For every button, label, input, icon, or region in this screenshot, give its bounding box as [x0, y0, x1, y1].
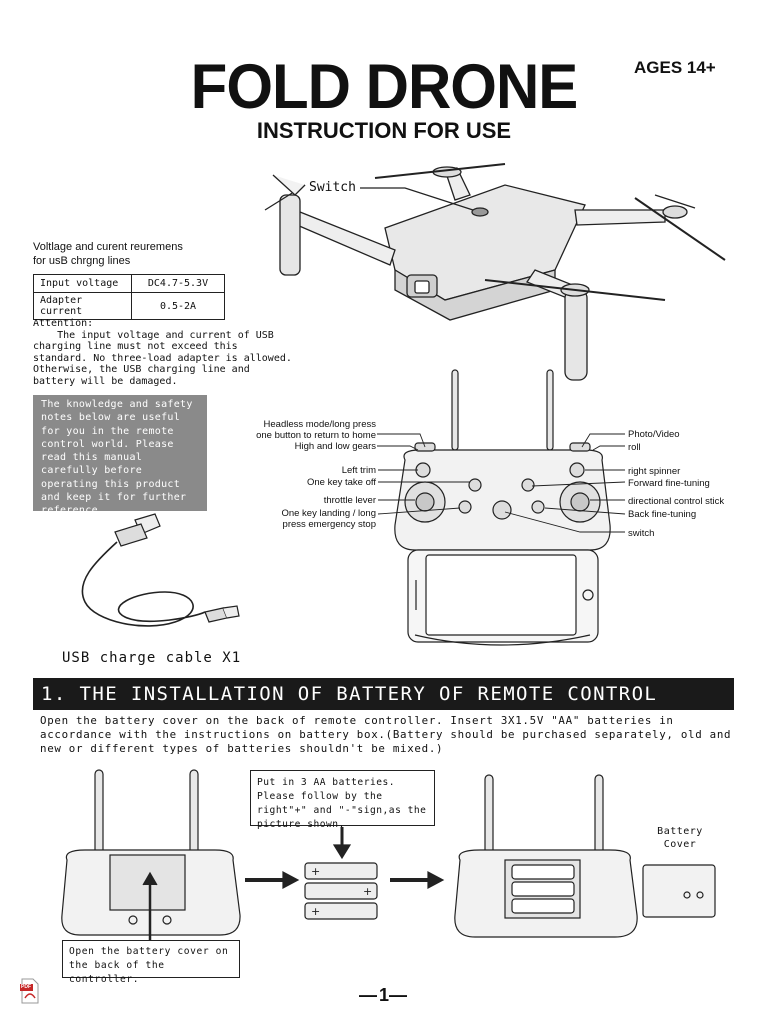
svg-text:+: + [363, 885, 372, 898]
callout-label: Headless mode/long press [263, 419, 376, 430]
spec-key: Adapter current [33, 292, 132, 320]
usb-cable-illustration [81, 513, 240, 627]
svg-text:+: + [311, 905, 320, 918]
callout-back-fine-tuning: Back fine-tuning [628, 509, 697, 520]
callout-right-spinner: right spinner [628, 466, 681, 477]
callout-high-low-gears: High and low gears [294, 441, 376, 452]
open-cover-note: Open the battery cover on the back of th… [62, 940, 240, 985]
remote-controller-illustration [394, 369, 611, 646]
switch-label: Switch [308, 180, 357, 195]
usb-requirements-title: Voltlage and curent reuremens for usB ch… [33, 240, 213, 268]
spec-value: 0.5-2A [131, 292, 225, 320]
callout-label: press emergency stop [282, 519, 376, 530]
document-subtitle: INSTRUCTION FOR USE [256, 118, 512, 143]
battery-cover-label: Battery Cover [650, 825, 710, 851]
usb-requirements-title-line2: for usB chrgng lines [33, 255, 131, 267]
callout-throttle-lever: throttle lever [323, 495, 376, 506]
drone-illustration [264, 163, 726, 381]
section-paragraph: Open the battery cover on the back of re… [40, 714, 732, 755]
document-title: FOLD DRONE [190, 51, 579, 122]
callout-label: One key landing / long [281, 508, 376, 519]
callout-directional-stick: directional control stick [628, 496, 725, 507]
section-heading: 1. THE INSTALLATION OF BATTERY OF REMOTE… [33, 678, 734, 737]
insert-batteries-note: Put in 3 AA batteries. Please follow by … [250, 770, 435, 830]
callout-left-trim: Left trim [341, 465, 376, 476]
callout-forward-fine-tuning: Forward fine-tuning [628, 478, 710, 489]
page-dash-left: — [358, 985, 379, 1005]
pdf-file-icon: PDF [20, 978, 40, 1004]
callout-switch: switch [628, 528, 655, 539]
callout-headless-mode: Headless mode/long press one button to r… [200, 419, 376, 441]
callout-one-key-landing: One key landing / long press emergency s… [200, 508, 376, 530]
page-dash-right: — [389, 985, 409, 1005]
callout-label: one button to return to home [256, 430, 376, 441]
battery-installation-illustration: + + + [61, 769, 716, 945]
callout-photo-video: Photo/Video [628, 429, 680, 440]
usb-cable-caption: USB charge cable X1 [62, 650, 242, 666]
battery-cover-label-line2: Cover [663, 839, 697, 850]
callout-roll: roll [628, 442, 641, 453]
pdf-badge-text: PDF [21, 984, 31, 990]
battery-cover-label-line1: Battery [657, 826, 703, 837]
age-badge: AGES 14+ [634, 58, 716, 77]
page-number-value: 1 [378, 985, 389, 1005]
table-row: Adapter current 0.5-2A [33, 292, 225, 320]
usb-spec-table: Input voltage DC4.7-5.3V Adapter current… [33, 274, 225, 320]
page-number: —1— [0, 985, 768, 1006]
safety-note-box: The knowledge and safety notes below are… [33, 395, 207, 516]
usb-requirements-title-line1: Voltlage and curent reuremens [33, 241, 183, 253]
callout-one-key-take-off: One key take off [306, 477, 376, 488]
attention-note: Attention: The input voltage and current… [33, 318, 292, 387]
svg-text:+: + [311, 865, 320, 878]
